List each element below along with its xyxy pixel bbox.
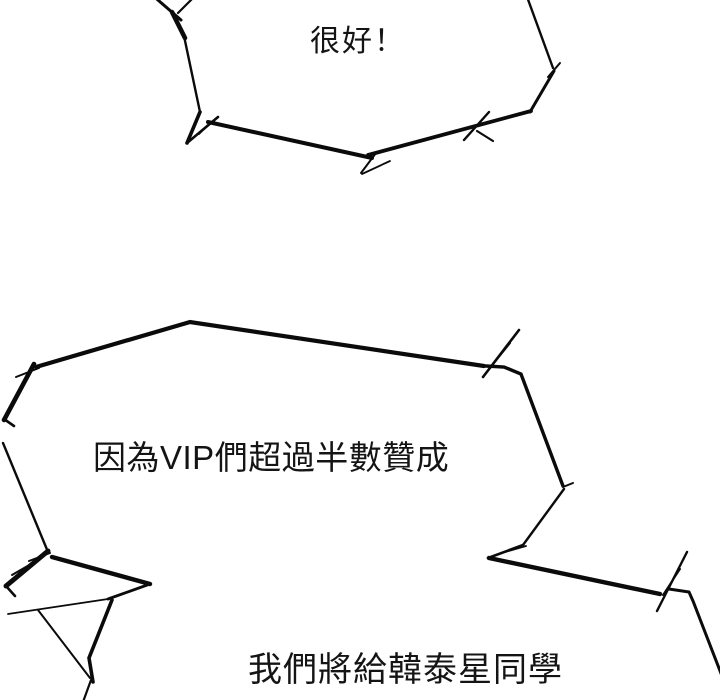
- top-speech-bubble-outline: [155, 0, 561, 175]
- bottom-speech-bubble-text: 我們將給韓泰星同學: [248, 651, 563, 689]
- middle-speech-bubble-outline: [1, 319, 574, 700]
- middle-speech-bubble-text: 因為VIP們超過半數贊成: [93, 439, 450, 476]
- bottom-speech-bubble-outline: [486, 550, 720, 675]
- top-speech-bubble-text: 很好！: [310, 25, 406, 58]
